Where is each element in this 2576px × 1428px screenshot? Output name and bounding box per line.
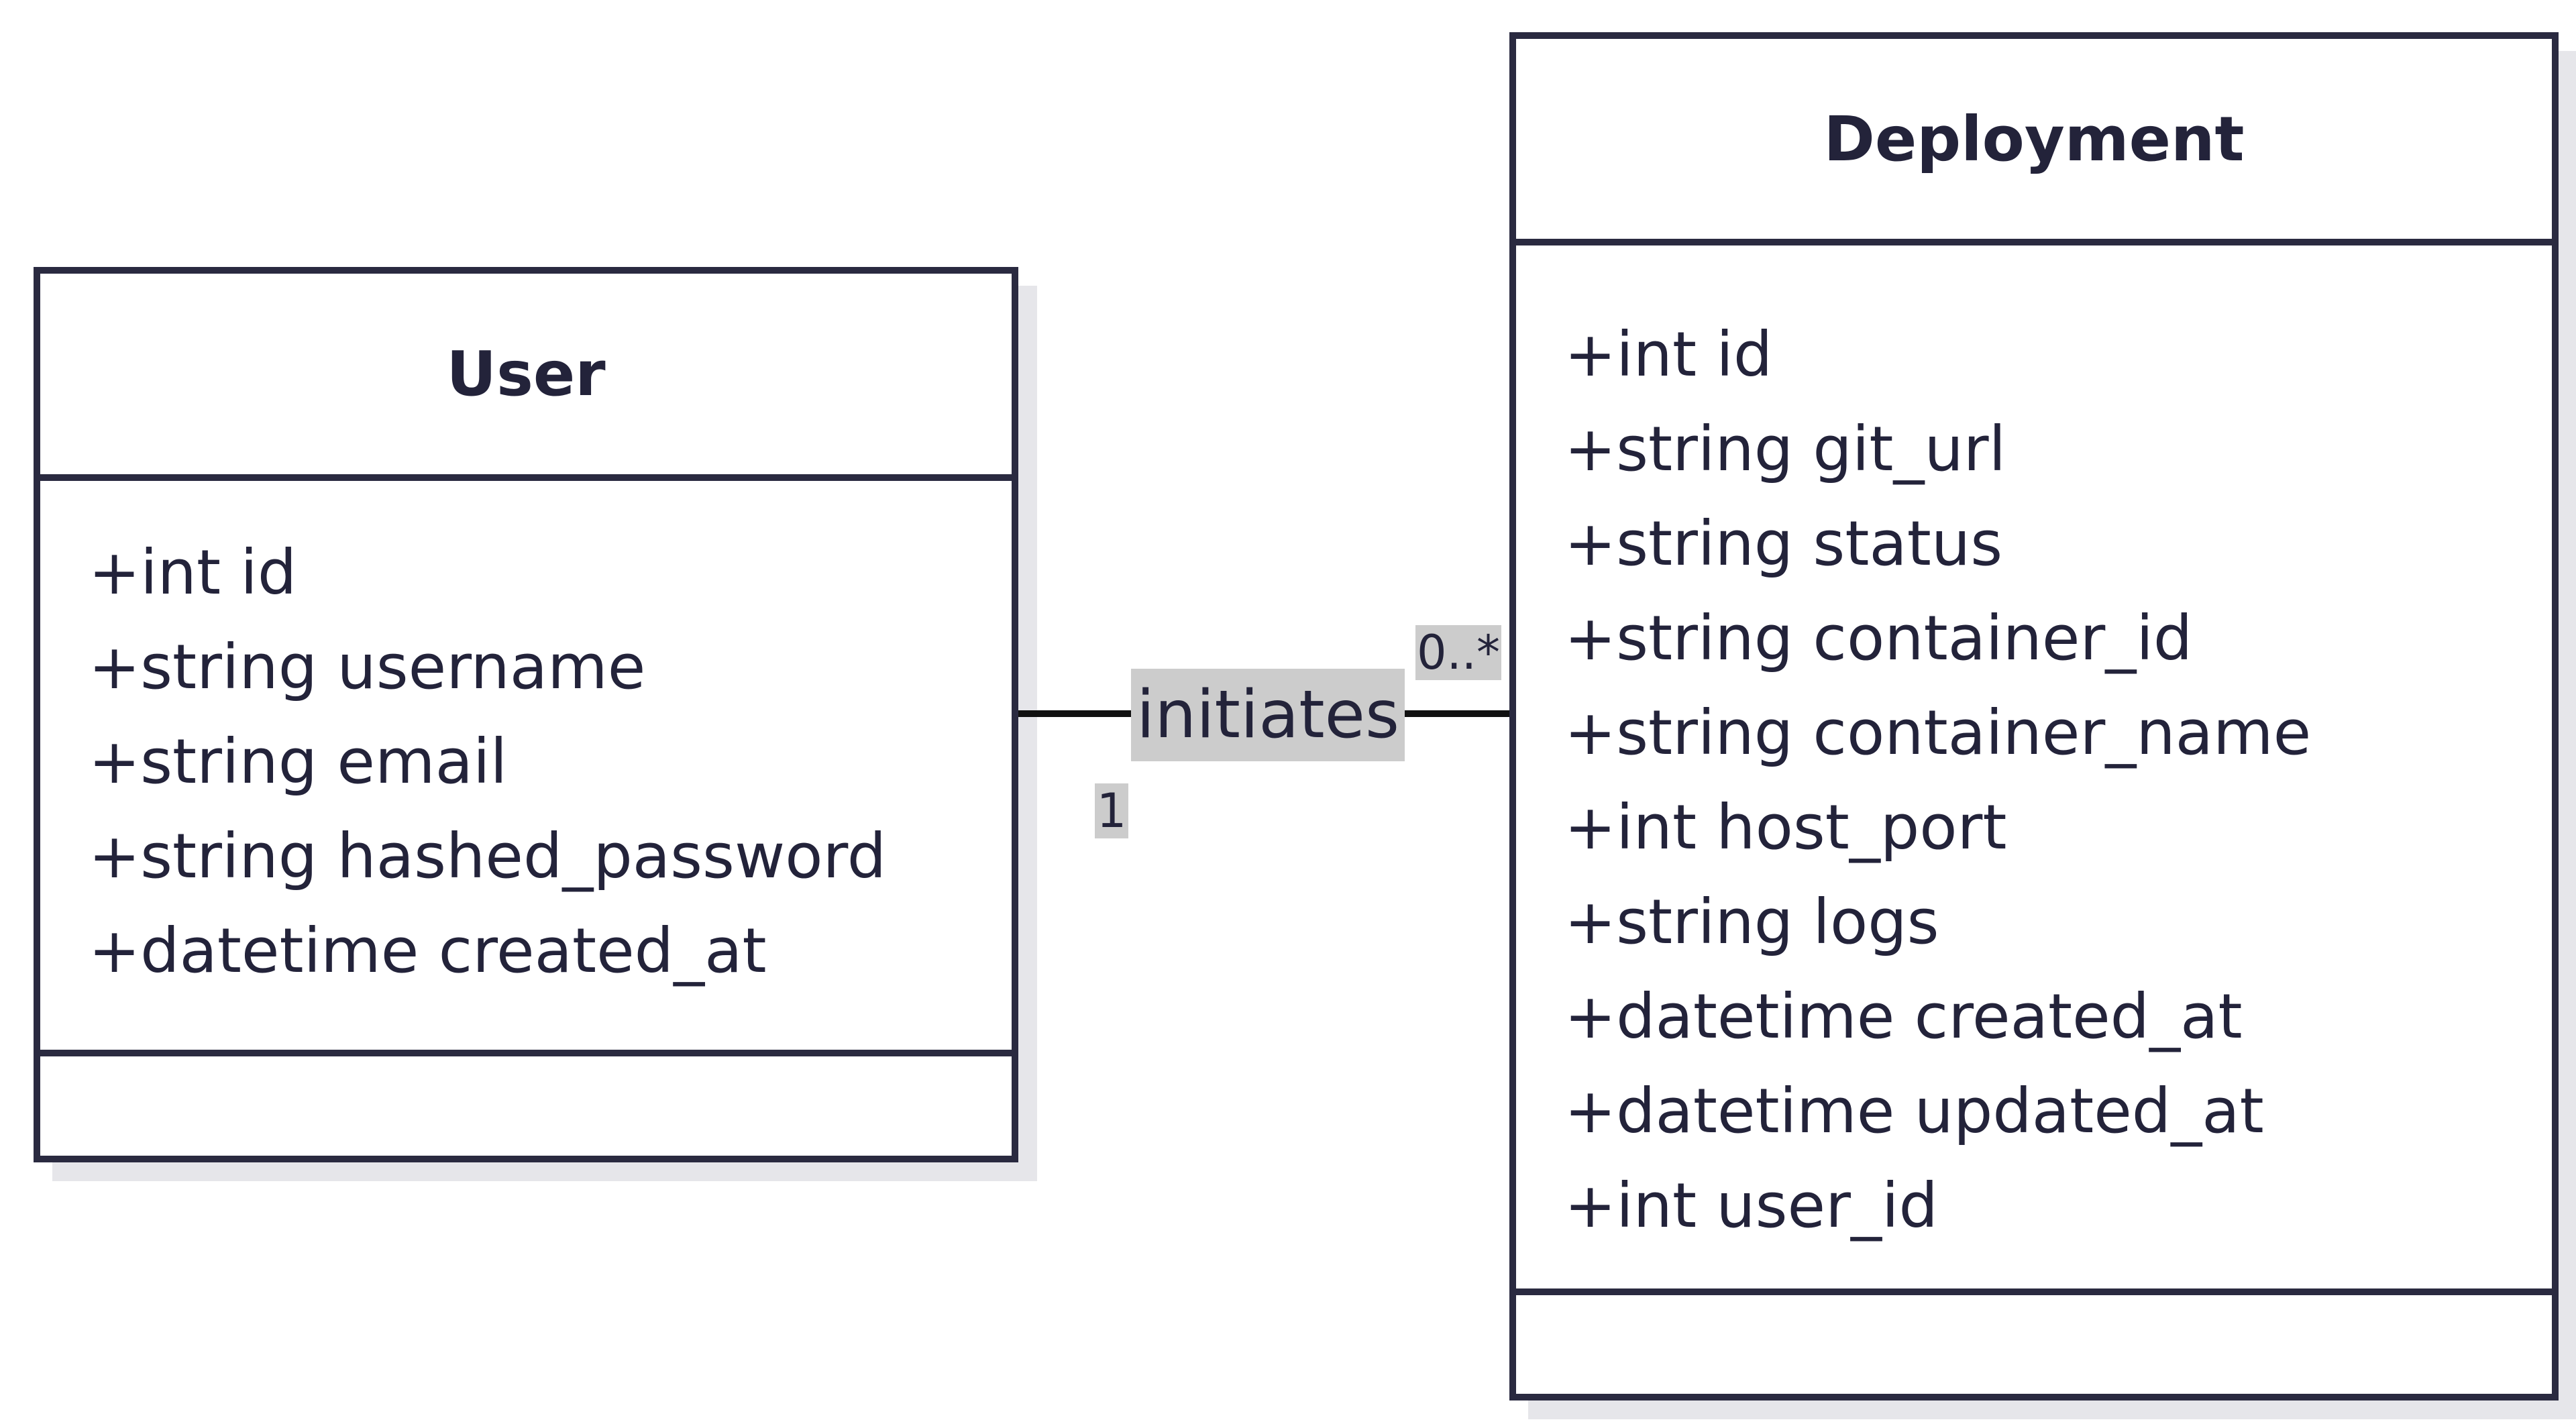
user-multiplicity: 1 — [1095, 783, 1128, 838]
deployment-attribute: +string container_id — [1564, 602, 2193, 674]
deployment-attribute: +int host_port — [1564, 791, 2007, 863]
user-attribute: +string email — [89, 726, 508, 798]
deployment-attribute: +string git_url — [1564, 413, 2006, 485]
deployment-attribute: +string logs — [1564, 886, 1939, 958]
user-class: User +int id +string username +string em… — [34, 267, 1018, 1162]
deployment-attribute: +int user_id — [1564, 1170, 1938, 1242]
user-class-name: User — [40, 274, 1012, 481]
user-attributes: +int id +string username +string email +… — [40, 481, 1012, 1056]
deployment-attributes: +int id +string git_url +string status +… — [1516, 245, 2552, 1295]
deployment-attribute: +int id — [1564, 319, 1773, 390]
deployment-attribute: +datetime created_at — [1564, 981, 2243, 1052]
deployment-attribute: +string container_name — [1564, 697, 2312, 769]
association-label: initiates — [1131, 669, 1405, 761]
deployment-attribute: +datetime updated_at — [1564, 1075, 2264, 1147]
user-attribute: +string hashed_password — [89, 820, 887, 892]
deployment-class: Deployment +int id +string git_url +stri… — [1509, 32, 2559, 1400]
user-attribute: +string username — [89, 631, 646, 703]
deployment-multiplicity: 0..* — [1415, 625, 1501, 680]
deployment-class-name: Deployment — [1516, 39, 2552, 245]
user-attribute: +datetime created_at — [89, 915, 767, 987]
deployment-attribute: +string status — [1564, 508, 2003, 580]
user-attribute: +int id — [89, 537, 297, 608]
